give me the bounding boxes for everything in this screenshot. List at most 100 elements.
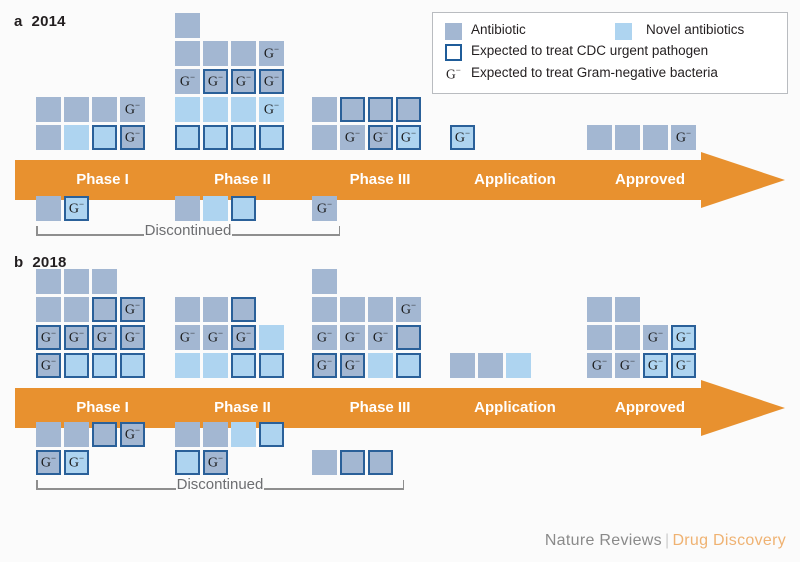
panel-b-phase1-tile-novel-urgent <box>92 353 117 378</box>
panel-a-disc-phase1-tile-novel-urgent-gramneg: G− <box>64 196 89 221</box>
panel-a-disc-phase2-tile-novel <box>203 196 228 221</box>
panel-a-phase2-tile-novel <box>203 97 228 122</box>
g-minus-icon: G− <box>400 128 417 146</box>
panel-a-approved-tile-antibiotic <box>587 125 612 150</box>
panel-a-phase1-tile-antibiotic-urgent-gramneg: G− <box>120 125 145 150</box>
panel-a-phase3-tile-antibiotic-gramneg: G− <box>340 125 365 150</box>
g-minus-icon: G− <box>647 328 664 346</box>
g-minus-icon: G− <box>40 328 57 346</box>
panel-b-phase2-tile-antibiotic-urgent <box>231 297 256 322</box>
panel-a-phase2-tile-antibiotic-urgent-gramneg: G− <box>203 69 228 94</box>
panel-a-phase2-tile-antibiotic <box>231 41 256 66</box>
legend-swatch-antibiotic <box>445 23 462 40</box>
credit-brand: Drug Discovery <box>672 532 786 549</box>
panel-a-phase2-tile-antibiotic-gramneg: G− <box>175 69 200 94</box>
panel-b-arrow-head <box>701 380 785 436</box>
panel-a-phase2-tile-novel-gramneg: G− <box>259 97 284 122</box>
g-minus-icon: G− <box>124 300 141 318</box>
panel-b-phase2-tile-antibiotic-urgent-gramneg: G− <box>231 325 256 350</box>
panel-a-phase3-tile-novel-urgent-gramneg: G− <box>396 125 421 150</box>
panel-b-phase3-tile-antibiotic <box>340 297 365 322</box>
g-minus-icon: G− <box>207 72 224 90</box>
panel-b-application-tile-novel <box>506 353 531 378</box>
g-minus-icon: G− <box>124 425 141 443</box>
panel-b-approved-tile-novel-urgent-gramneg: G− <box>671 325 696 350</box>
g-minus-icon: G− <box>40 356 57 374</box>
panel-b-phase1-tile-antibiotic-urgent-gramneg: G− <box>120 297 145 322</box>
panel-b-phase2-tile-novel-urgent <box>231 353 256 378</box>
panel-b-approved-tile-antibiotic-gramneg: G− <box>615 353 640 378</box>
panel-a-phase1-tile-antibiotic-gramneg: G− <box>120 97 145 122</box>
legend-swatch-cdc-urgent <box>445 44 462 61</box>
panel-b-year: 2018 <box>32 254 67 271</box>
panel-a-phase2-tile-antibiotic-urgent-gramneg: G− <box>259 69 284 94</box>
panel-a-phase1-tile-antibiotic <box>36 125 61 150</box>
g-minus-icon: G− <box>675 356 692 374</box>
bracket-right-tick <box>338 226 340 235</box>
panel-a-timeline-arrow: Phase I Phase II Phase III Application A… <box>15 152 785 208</box>
panel-a-phase2-tile-novel-urgent <box>259 125 284 150</box>
panel-a-phase-label-phase-3: Phase III <box>349 171 411 188</box>
panel-b-approved-tile-antibiotic <box>615 297 640 322</box>
panel-b-phase1-tile-antibiotic <box>36 269 61 294</box>
g-minus-icon: G− <box>96 328 113 346</box>
panel-b-phase2-tile-antibiotic-gramneg: G− <box>175 325 200 350</box>
panel-b-phase1-tile-antibiotic <box>64 269 89 294</box>
panel-a-phase1-tile-novel-urgent <box>92 125 117 150</box>
panel-b-phase1-tile-novel-urgent <box>120 353 145 378</box>
panel-b-phase1-tile-antibiotic-urgent-gramneg: G− <box>36 353 61 378</box>
panel-a-phase2-tile-novel <box>231 97 256 122</box>
panel-a-phase-label-approved: Approved <box>614 171 685 188</box>
panel-b-application-tile-antibiotic <box>450 353 475 378</box>
g-minus-icon: G− <box>263 44 280 62</box>
panel-a-phase1-tile-antibiotic <box>64 97 89 122</box>
panel-b-disc-phase1-tile-novel-urgent-gramneg: G− <box>64 450 89 475</box>
g-minus-icon: G− <box>68 199 85 217</box>
panel-b-phase2-tile-novel <box>175 353 200 378</box>
g-minus-icon: G− <box>179 72 196 90</box>
panel-b-phase2-tile-novel <box>259 325 284 350</box>
panel-a-phase3-tile-antibiotic-urgent-gramneg: G− <box>368 125 393 150</box>
panel-b-phase1-tile-antibiotic-urgent-gramneg: G− <box>92 325 117 350</box>
panel-a-disc-phase2-tile-antibiotic <box>175 196 200 221</box>
panel-a-phase2-tile-antibiotic-urgent-gramneg: G− <box>231 69 256 94</box>
panel-a-discontinued-label: Discontinued <box>144 222 232 239</box>
panel-a-discontinued-bracket: Discontinued <box>36 222 340 248</box>
bracket-line-right <box>232 234 340 236</box>
panel-b-phase3-tile-antibiotic <box>368 297 393 322</box>
panel-b-phase3-tile-antibiotic-gramneg: G− <box>368 325 393 350</box>
credit-separator: | <box>664 532 670 549</box>
g-minus-icon: G− <box>124 328 141 346</box>
panel-b-phase2-tile-novel-urgent <box>259 353 284 378</box>
panel-a-approved-tile-antibiotic <box>615 125 640 150</box>
panel-b-arrow-bar <box>15 388 705 428</box>
panel-a-phase-label-phase-2: Phase II <box>214 171 271 188</box>
panel-b-phase3-tile-antibiotic-gramneg: G− <box>312 325 337 350</box>
panel-b-disc-phase1-tile-antibiotic-urgent <box>92 422 117 447</box>
panel-b-phase3-tile-antibiotic-urgent-gramneg: G− <box>340 353 365 378</box>
panel-b-disc-phase3-tile-antibiotic-urgent <box>340 450 365 475</box>
panel-b-phase1-tile-antibiotic-urgent <box>92 297 117 322</box>
g-minus-icon: G− <box>68 328 85 346</box>
panel-a-approved-tile-antibiotic <box>643 125 668 150</box>
legend-box: Antibiotic Novel antibiotics Expected to… <box>432 12 788 94</box>
panel-b-phase1-tile-antibiotic-urgent-gramneg: G− <box>120 325 145 350</box>
panel-a-phase2-tile-antibiotic-gramneg: G− <box>259 41 284 66</box>
g-minus-icon: G− <box>647 356 664 374</box>
panel-b-approved-tile-antibiotic-gramneg: G− <box>587 353 612 378</box>
panel-a-phase-label-application: Application <box>474 171 556 188</box>
panel-a-phase2-tile-novel-urgent <box>175 125 200 150</box>
panel-b-disc-phase2-tile-antibiotic <box>203 422 228 447</box>
panel-a-phase2-tile-novel-urgent <box>231 125 256 150</box>
panel-b-phase3-tile-novel-urgent <box>396 353 421 378</box>
g-minus-icon: G− <box>591 356 608 374</box>
g-minus-icon: G− <box>124 100 141 118</box>
panel-b-phase2-tile-antibiotic <box>203 297 228 322</box>
panel-a-phase3-tile-antibiotic-urgent <box>340 97 365 122</box>
panel-b-phase3-tile-antibiotic-urgent-gramneg: G− <box>312 353 337 378</box>
panel-b-disc-phase2-tile-antibiotic-urgent-gramneg: G− <box>203 450 228 475</box>
g-minus-icon: G− <box>68 453 85 471</box>
panel-b-application-tile-antibiotic <box>478 353 503 378</box>
panel-b-phase-label-phase-1: Phase I <box>76 399 129 416</box>
panel-b-phase2-tile-antibiotic <box>175 297 200 322</box>
